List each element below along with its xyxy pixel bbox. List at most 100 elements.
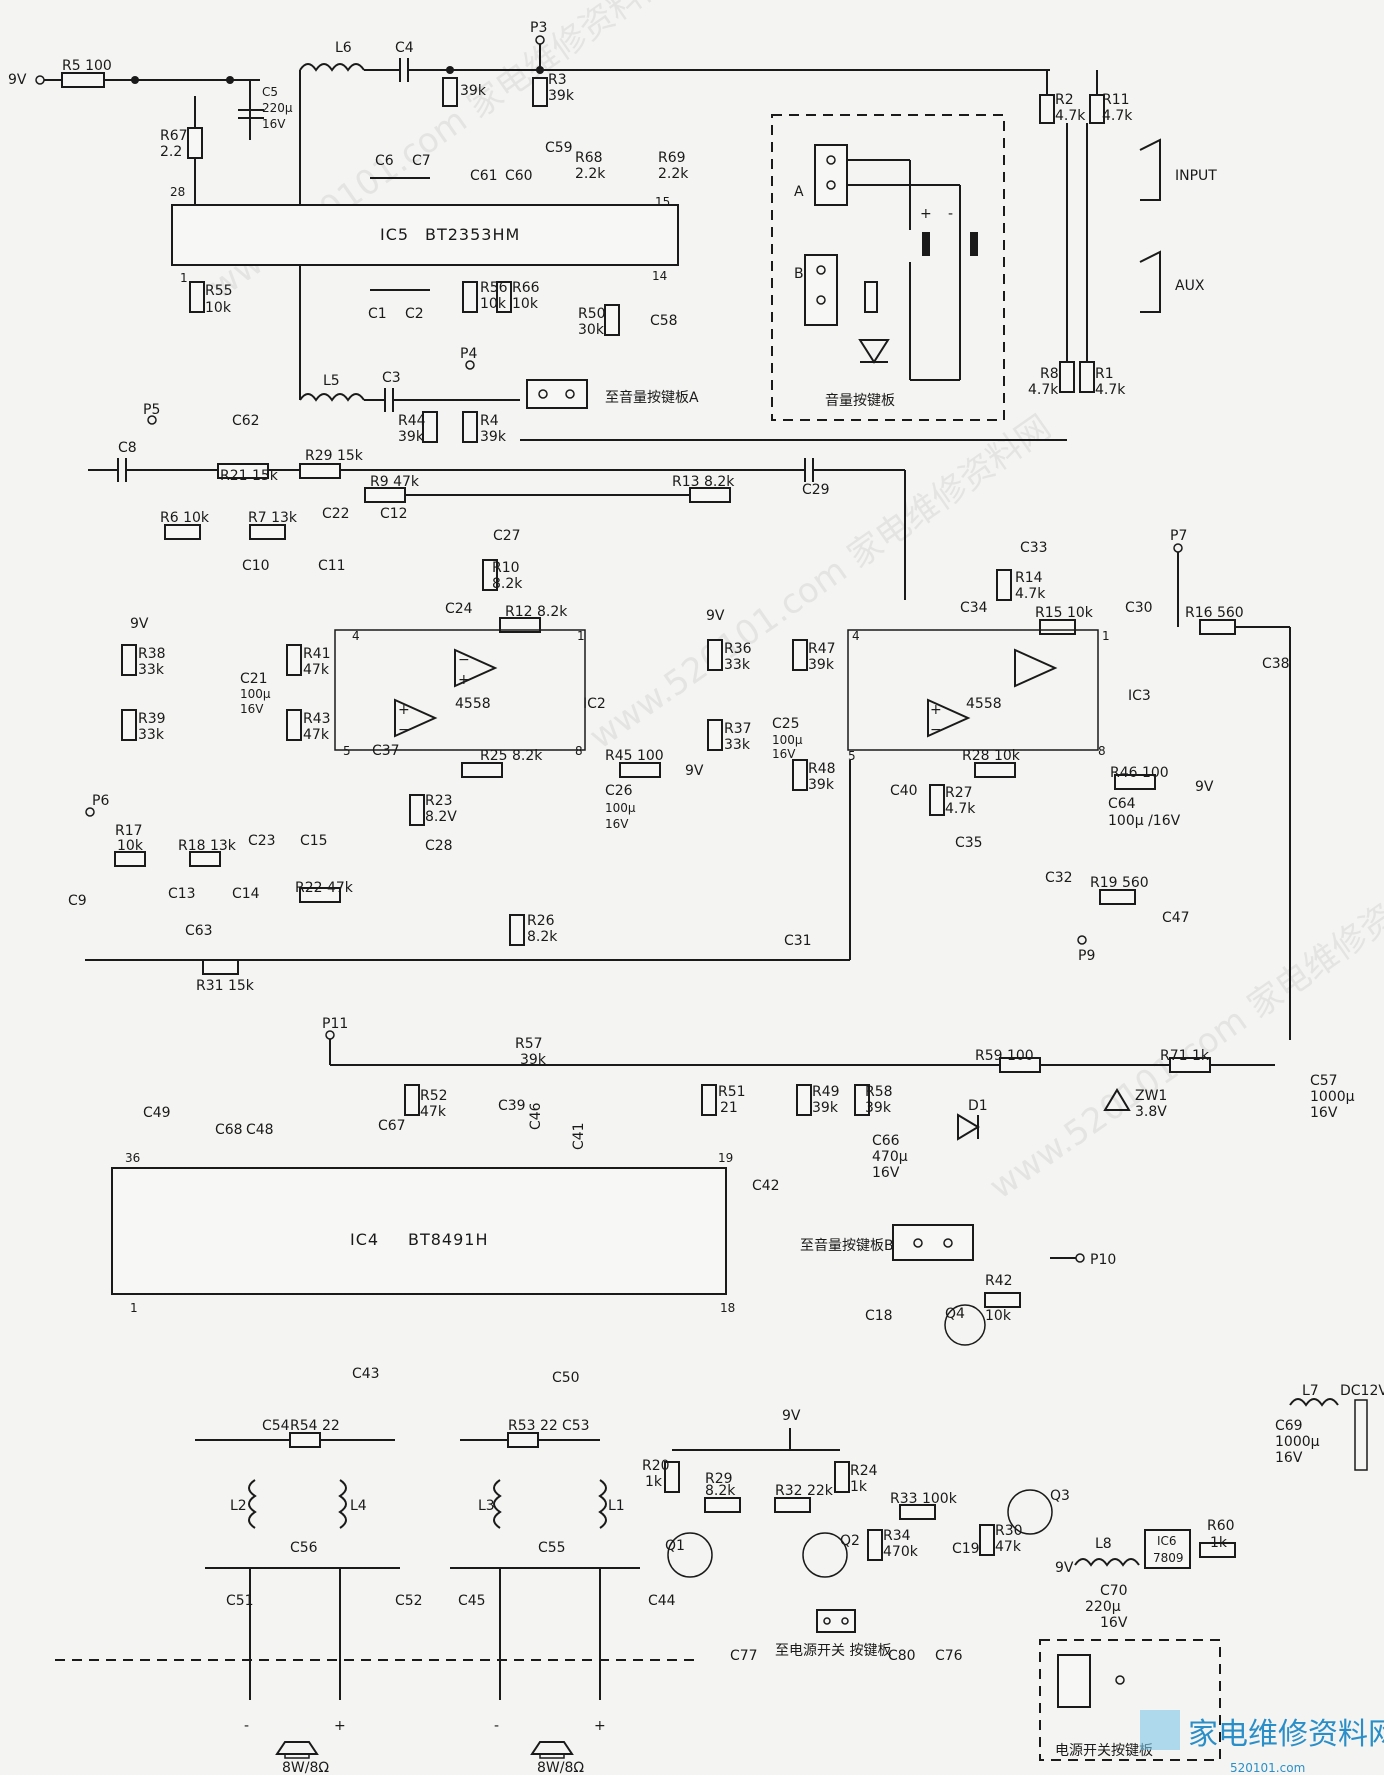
- svg-text:4.7k: 4.7k: [945, 801, 976, 817]
- svg-text:+: +: [930, 702, 942, 718]
- svg-text:C56: C56: [290, 1540, 318, 1556]
- svg-text:220µ: 220µ: [262, 101, 293, 115]
- svg-text:C43: C43: [352, 1366, 380, 1382]
- svg-text:C60: C60: [505, 168, 533, 184]
- svg-text:4.7k: 4.7k: [1015, 586, 1046, 602]
- label-to-power-switch-board: 至电源开关 按键板: [775, 1643, 891, 1659]
- ic5-part: BT2353HM: [425, 225, 520, 244]
- svg-text:33k: 33k: [138, 727, 165, 743]
- svg-text:470k: 470k: [883, 1544, 919, 1560]
- svg-text:R9 47k: R9 47k: [370, 474, 420, 490]
- test-point-p11: P11: [322, 1016, 348, 1032]
- ic4-body: [111, 1167, 727, 1295]
- svg-text:R54 22: R54 22: [290, 1418, 340, 1434]
- svg-text:−: −: [930, 722, 942, 738]
- svg-text:R47: R47: [808, 641, 836, 657]
- svg-text:R58: R58: [865, 1084, 893, 1100]
- svg-text:C18: C18: [865, 1308, 893, 1324]
- svg-text:R3: R3: [548, 72, 567, 88]
- svg-text:+: +: [458, 672, 470, 688]
- svg-text:10k: 10k: [512, 296, 539, 312]
- svg-text:L4: L4: [350, 1498, 367, 1514]
- svg-text:100µ: 100µ: [772, 733, 803, 747]
- svg-text:R22 47k: R22 47k: [295, 880, 354, 896]
- test-point-p4: P4: [460, 346, 477, 362]
- svg-text:R24: R24: [850, 1463, 878, 1479]
- svg-text:15: 15: [655, 195, 670, 209]
- svg-text:D1: D1: [968, 1098, 988, 1114]
- svg-text:16V: 16V: [262, 117, 286, 131]
- ic4-ref: IC4: [350, 1230, 379, 1249]
- svg-text:C2: C2: [405, 306, 424, 322]
- svg-text:33k: 33k: [724, 657, 751, 673]
- svg-text:L3: L3: [478, 1498, 495, 1514]
- svg-text:C66: C66: [872, 1133, 900, 1149]
- svg-text:R59 100: R59 100: [975, 1048, 1034, 1064]
- svg-text:R27: R27: [945, 785, 973, 801]
- svg-text:C46: C46: [528, 1102, 544, 1130]
- svg-text:R32 22k: R32 22k: [775, 1483, 834, 1499]
- svg-text:+: +: [594, 1718, 606, 1734]
- svg-text:39k: 39k: [460, 83, 487, 99]
- svg-text:L2: L2: [230, 1498, 247, 1514]
- jack-aux-label: AUX: [1175, 278, 1205, 294]
- svg-text:10k: 10k: [985, 1308, 1012, 1324]
- svg-text:C4: C4: [395, 40, 414, 56]
- svg-text:3.8V: 3.8V: [1135, 1104, 1167, 1120]
- svg-text:39k: 39k: [865, 1100, 892, 1116]
- svg-text:39k: 39k: [808, 777, 835, 793]
- svg-text:39k: 39k: [520, 1052, 547, 1068]
- svg-text:16V: 16V: [1275, 1450, 1303, 1466]
- svg-text:7809: 7809: [1153, 1551, 1184, 1565]
- svg-text:C14: C14: [232, 886, 260, 902]
- test-point-p6: P6: [92, 793, 109, 809]
- svg-text:Q3: Q3: [1050, 1488, 1070, 1504]
- svg-text:R31 15k: R31 15k: [196, 978, 255, 994]
- svg-text:IC6: IC6: [1157, 1534, 1177, 1548]
- svg-text:R7 13k: R7 13k: [248, 510, 298, 526]
- svg-text:9V: 9V: [685, 763, 704, 779]
- svg-text:1000µ: 1000µ: [1275, 1434, 1320, 1450]
- svg-text:C67: C67: [378, 1118, 406, 1134]
- svg-text:+: +: [920, 206, 932, 222]
- supply-9v-top: 9V: [8, 72, 27, 88]
- svg-text:C28: C28: [425, 838, 453, 854]
- svg-text:R43: R43: [303, 711, 331, 727]
- svg-text:4.7k: 4.7k: [1102, 108, 1133, 124]
- svg-text:1: 1: [577, 629, 585, 643]
- test-point-p3: P3: [530, 20, 547, 36]
- svg-text:R10: R10: [492, 560, 520, 576]
- svg-text:C22: C22: [322, 506, 350, 522]
- regulator-7809: [1144, 1529, 1191, 1569]
- ic3-part: 4558: [966, 696, 1002, 712]
- site-logo: 家电维修资料网 520101.com: [1140, 1710, 1384, 1775]
- svg-text:家电维修资料网: 家电维修资料网: [1188, 1717, 1384, 1752]
- svg-text:C53: C53: [562, 1418, 590, 1434]
- svg-text:C29: C29: [802, 482, 830, 498]
- svg-text:C41: C41: [571, 1122, 587, 1150]
- svg-text:+: +: [398, 702, 410, 718]
- svg-text:C38: C38: [1262, 656, 1290, 672]
- output-stage: C54 R54 22 R53 22 C53 L2 L4 L3 L1 C56 C5…: [55, 1418, 700, 1775]
- svg-text:2.2: 2.2: [160, 144, 182, 160]
- svg-text:R19 560: R19 560: [1090, 875, 1149, 891]
- svg-text:R34: R34: [883, 1528, 911, 1544]
- svg-text:16V: 16V: [605, 817, 629, 831]
- svg-text:C45: C45: [458, 1593, 486, 1609]
- svg-text:C68: C68: [215, 1122, 243, 1138]
- svg-text:R20: R20: [642, 1458, 670, 1474]
- svg-text:R53 22: R53 22: [508, 1418, 558, 1434]
- svg-text:C6: C6: [375, 153, 394, 169]
- svg-text:R36: R36: [724, 641, 752, 657]
- svg-text:B: B: [794, 266, 804, 282]
- svg-text:470µ: 470µ: [872, 1149, 908, 1165]
- svg-text:4.7k: 4.7k: [1055, 108, 1086, 124]
- svg-text:9V: 9V: [1195, 779, 1214, 795]
- svg-text:36: 36: [125, 1151, 140, 1165]
- svg-text:2.2k: 2.2k: [658, 166, 689, 182]
- svg-text:1000µ: 1000µ: [1310, 1089, 1355, 1105]
- svg-text:220µ: 220µ: [1085, 1599, 1121, 1615]
- svg-text:39k: 39k: [548, 88, 575, 104]
- svg-text:Q2: Q2: [840, 1533, 860, 1549]
- svg-text:21: 21: [720, 1100, 738, 1116]
